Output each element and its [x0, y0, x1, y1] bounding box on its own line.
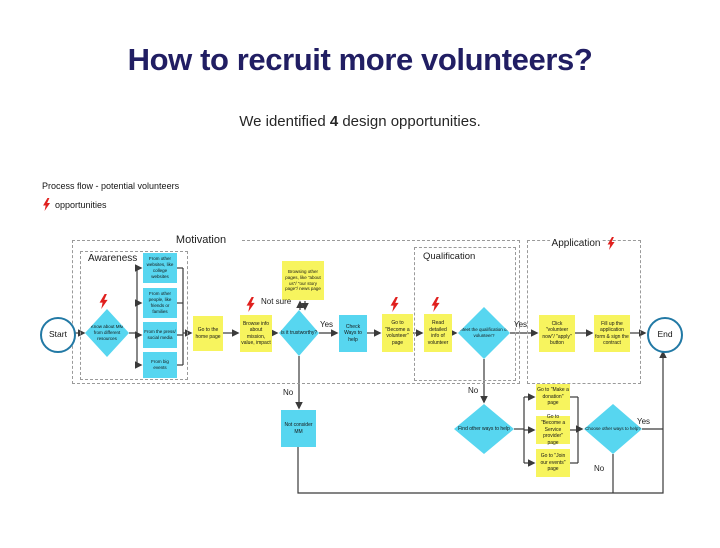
source-people-label: From other people, like friends or famil…: [148, 290, 172, 315]
step-join-events-page: Go to "Join our events" page: [536, 449, 570, 477]
source-people: From other people, like friends or famil…: [143, 288, 177, 318]
opportunity-bolt-icon: [99, 294, 108, 309]
step-browsing-other-pages: Browsing other pages, like "about us"/ "…: [282, 261, 324, 300]
section-motivation-label: Motivation: [160, 234, 242, 246]
section-application-frame: [527, 240, 641, 384]
step-not-consider: Not consider MM: [281, 410, 316, 447]
edge-label-yes: Yes: [514, 320, 528, 329]
decision-trustworthy-label: Is it trustworthy?: [280, 329, 318, 336]
section-qualification-label: Qualification: [423, 251, 476, 262]
source-events-label: From big events: [151, 358, 169, 370]
step-home-page: Go to the home page: [193, 316, 223, 351]
section-qualification-frame: [414, 247, 516, 381]
source-events: From big events: [143, 352, 177, 378]
decision-find-other-ways-label: Find other ways to help: [458, 425, 510, 432]
step-service-provider-page-label: Go to "Become a Service provider" page: [540, 413, 566, 446]
edge-label-not-sure: Not sure: [261, 297, 292, 306]
edge-label-no: No: [594, 464, 605, 473]
step-fill-form: Fill up the application form & sign the …: [594, 315, 630, 352]
start-label: Start: [49, 329, 67, 340]
source-press-label: From the press/ social media: [144, 328, 176, 340]
step-become-volunteer-label: Go to "Become a volunteer" page: [385, 320, 410, 346]
subtitle-suffix: design opportunities.: [338, 113, 481, 130]
source-websites: From other websites, like college websit…: [143, 253, 177, 283]
end-node: End: [647, 317, 683, 353]
step-check-ways-label: Check Ways to help: [344, 323, 362, 343]
section-awareness-label: Awareness: [88, 253, 138, 264]
page-subtitle: We identified 4 design opportunities.: [0, 113, 720, 130]
section-application-label: Application: [549, 238, 603, 249]
step-check-ways: Check Ways to help: [339, 315, 367, 352]
edge-label-yes: Yes: [320, 320, 334, 329]
edge-label-yes: Yes: [637, 417, 651, 426]
step-home-page-label: Go to the home page: [195, 327, 221, 340]
edge-label-no: No: [283, 388, 294, 397]
opportunity-bolt-icon: [390, 297, 399, 312]
decision-choose-other-ways-label: Choose other ways to help?: [585, 426, 641, 432]
decision-know-about-label: Know about MM from different resources: [90, 324, 124, 341]
step-donation-page: Go to "Make a donation" page: [536, 384, 570, 410]
step-become-volunteer: Go to "Become a volunteer" page: [382, 314, 413, 352]
start-node: Start: [40, 317, 76, 353]
end-label: End: [657, 329, 673, 340]
opportunity-bolt-icon: [608, 237, 616, 250]
step-not-consider-label: Not consider MM: [284, 422, 313, 435]
legend-flow-label: Process flow - potential volunteers: [42, 181, 180, 191]
edge-label-no: No: [468, 386, 479, 395]
section-awareness-frame: [80, 251, 188, 380]
opportunity-bolt-icon: [431, 297, 440, 312]
section-motivation-frame: [72, 240, 520, 384]
page-title: How to recruit more volunteers?: [127, 42, 593, 77]
source-press: From the press/ social media: [143, 322, 177, 348]
subtitle-count: 4: [329, 113, 339, 130]
step-service-provider-page: Go to "Become a Service provider" page: [536, 414, 570, 446]
step-browse-info-label: Browse info about mission, value, impact: [241, 320, 271, 347]
step-browsing-other-pages-label: Browsing other pages, like "about us"/ "…: [285, 268, 321, 292]
step-click-apply-label: Click "volunteer now"/ "apply" button: [542, 320, 572, 347]
step-fill-form-label: Fill up the application form & sign the …: [595, 320, 629, 347]
opportunity-bolt-icon: [246, 297, 255, 312]
source-websites-label: From other websites, like college websit…: [146, 255, 174, 280]
step-read-info: Read detailed info of volunteer: [424, 314, 452, 352]
step-read-info-label: Read detailed info of volunteer: [427, 320, 449, 346]
subtitle-prefix: We identified: [239, 113, 330, 130]
step-click-apply: Click "volunteer now"/ "apply" button: [539, 315, 575, 352]
step-browse-info: Browse info about mission, value, impact: [240, 315, 272, 352]
step-donation-page-label: Go to "Make a donation" page: [537, 387, 569, 407]
step-join-events-page-label: Go to "Join our events" page: [540, 453, 566, 473]
section-application-label-row: Application: [527, 237, 639, 250]
decision-qualification-label: Meet the qualification of volunteer?: [460, 327, 508, 338]
legend-bolt-label: opportunities: [55, 200, 107, 210]
